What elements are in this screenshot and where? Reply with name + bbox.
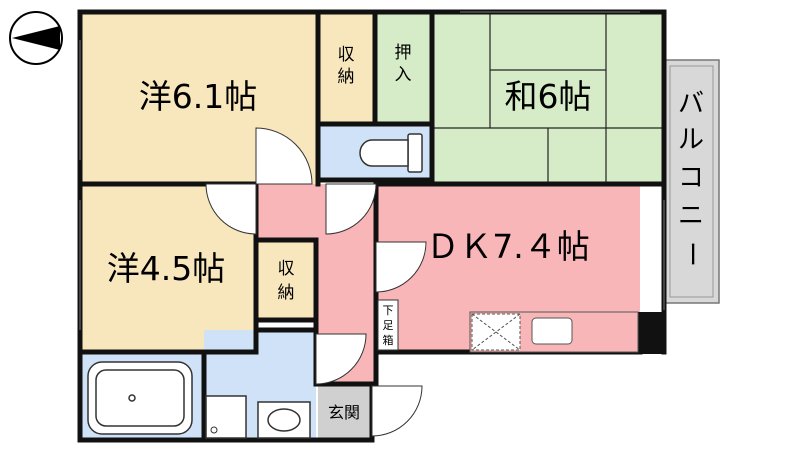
label-storage-upper-2: 納 — [338, 67, 355, 87]
label-balcony-3: コ — [678, 163, 704, 193]
compass-north-icon — [9, 11, 63, 65]
label-western-large: 洋6.1帖 — [139, 77, 257, 116]
label-shoe-2: 足 — [383, 319, 394, 332]
label-storage-lower-1: 収 — [278, 259, 295, 279]
storage-upper — [318, 12, 375, 124]
label-japanese: 和6帖 — [505, 77, 592, 116]
label-western-small: 洋4.5帖 — [107, 249, 225, 288]
label-balcony-5: ー — [676, 241, 706, 267]
balcony-area — [663, 59, 720, 304]
label-balcony-2: ル — [678, 125, 704, 155]
entrance-area — [318, 386, 370, 440]
label-shoe-1: 下 — [383, 304, 394, 317]
label-balcony-4: ニ — [678, 201, 704, 231]
label-shoe-3: 箱 — [383, 333, 394, 347]
label-balcony-1: バ — [678, 89, 704, 119]
toilet-icon — [359, 133, 423, 173]
label-storage-upper-1: 収 — [338, 45, 355, 65]
kitchen-sink-icon — [531, 317, 573, 345]
bathtub-icon — [87, 361, 193, 435]
oshiire — [375, 12, 432, 124]
shoe-box — [377, 299, 399, 351]
label-dk: ＤＫ7.４帖 — [426, 227, 590, 266]
storage-lower — [256, 240, 316, 320]
label-oshiire-2: 入 — [395, 65, 412, 85]
washer-icon — [205, 395, 247, 439]
label-entrance: 玄関 — [328, 403, 360, 422]
kitchen-counter — [469, 311, 639, 353]
label-oshiire-1: 押 — [395, 43, 412, 63]
sink-icon — [257, 401, 311, 439]
label-storage-lower-2: 納 — [278, 283, 295, 303]
